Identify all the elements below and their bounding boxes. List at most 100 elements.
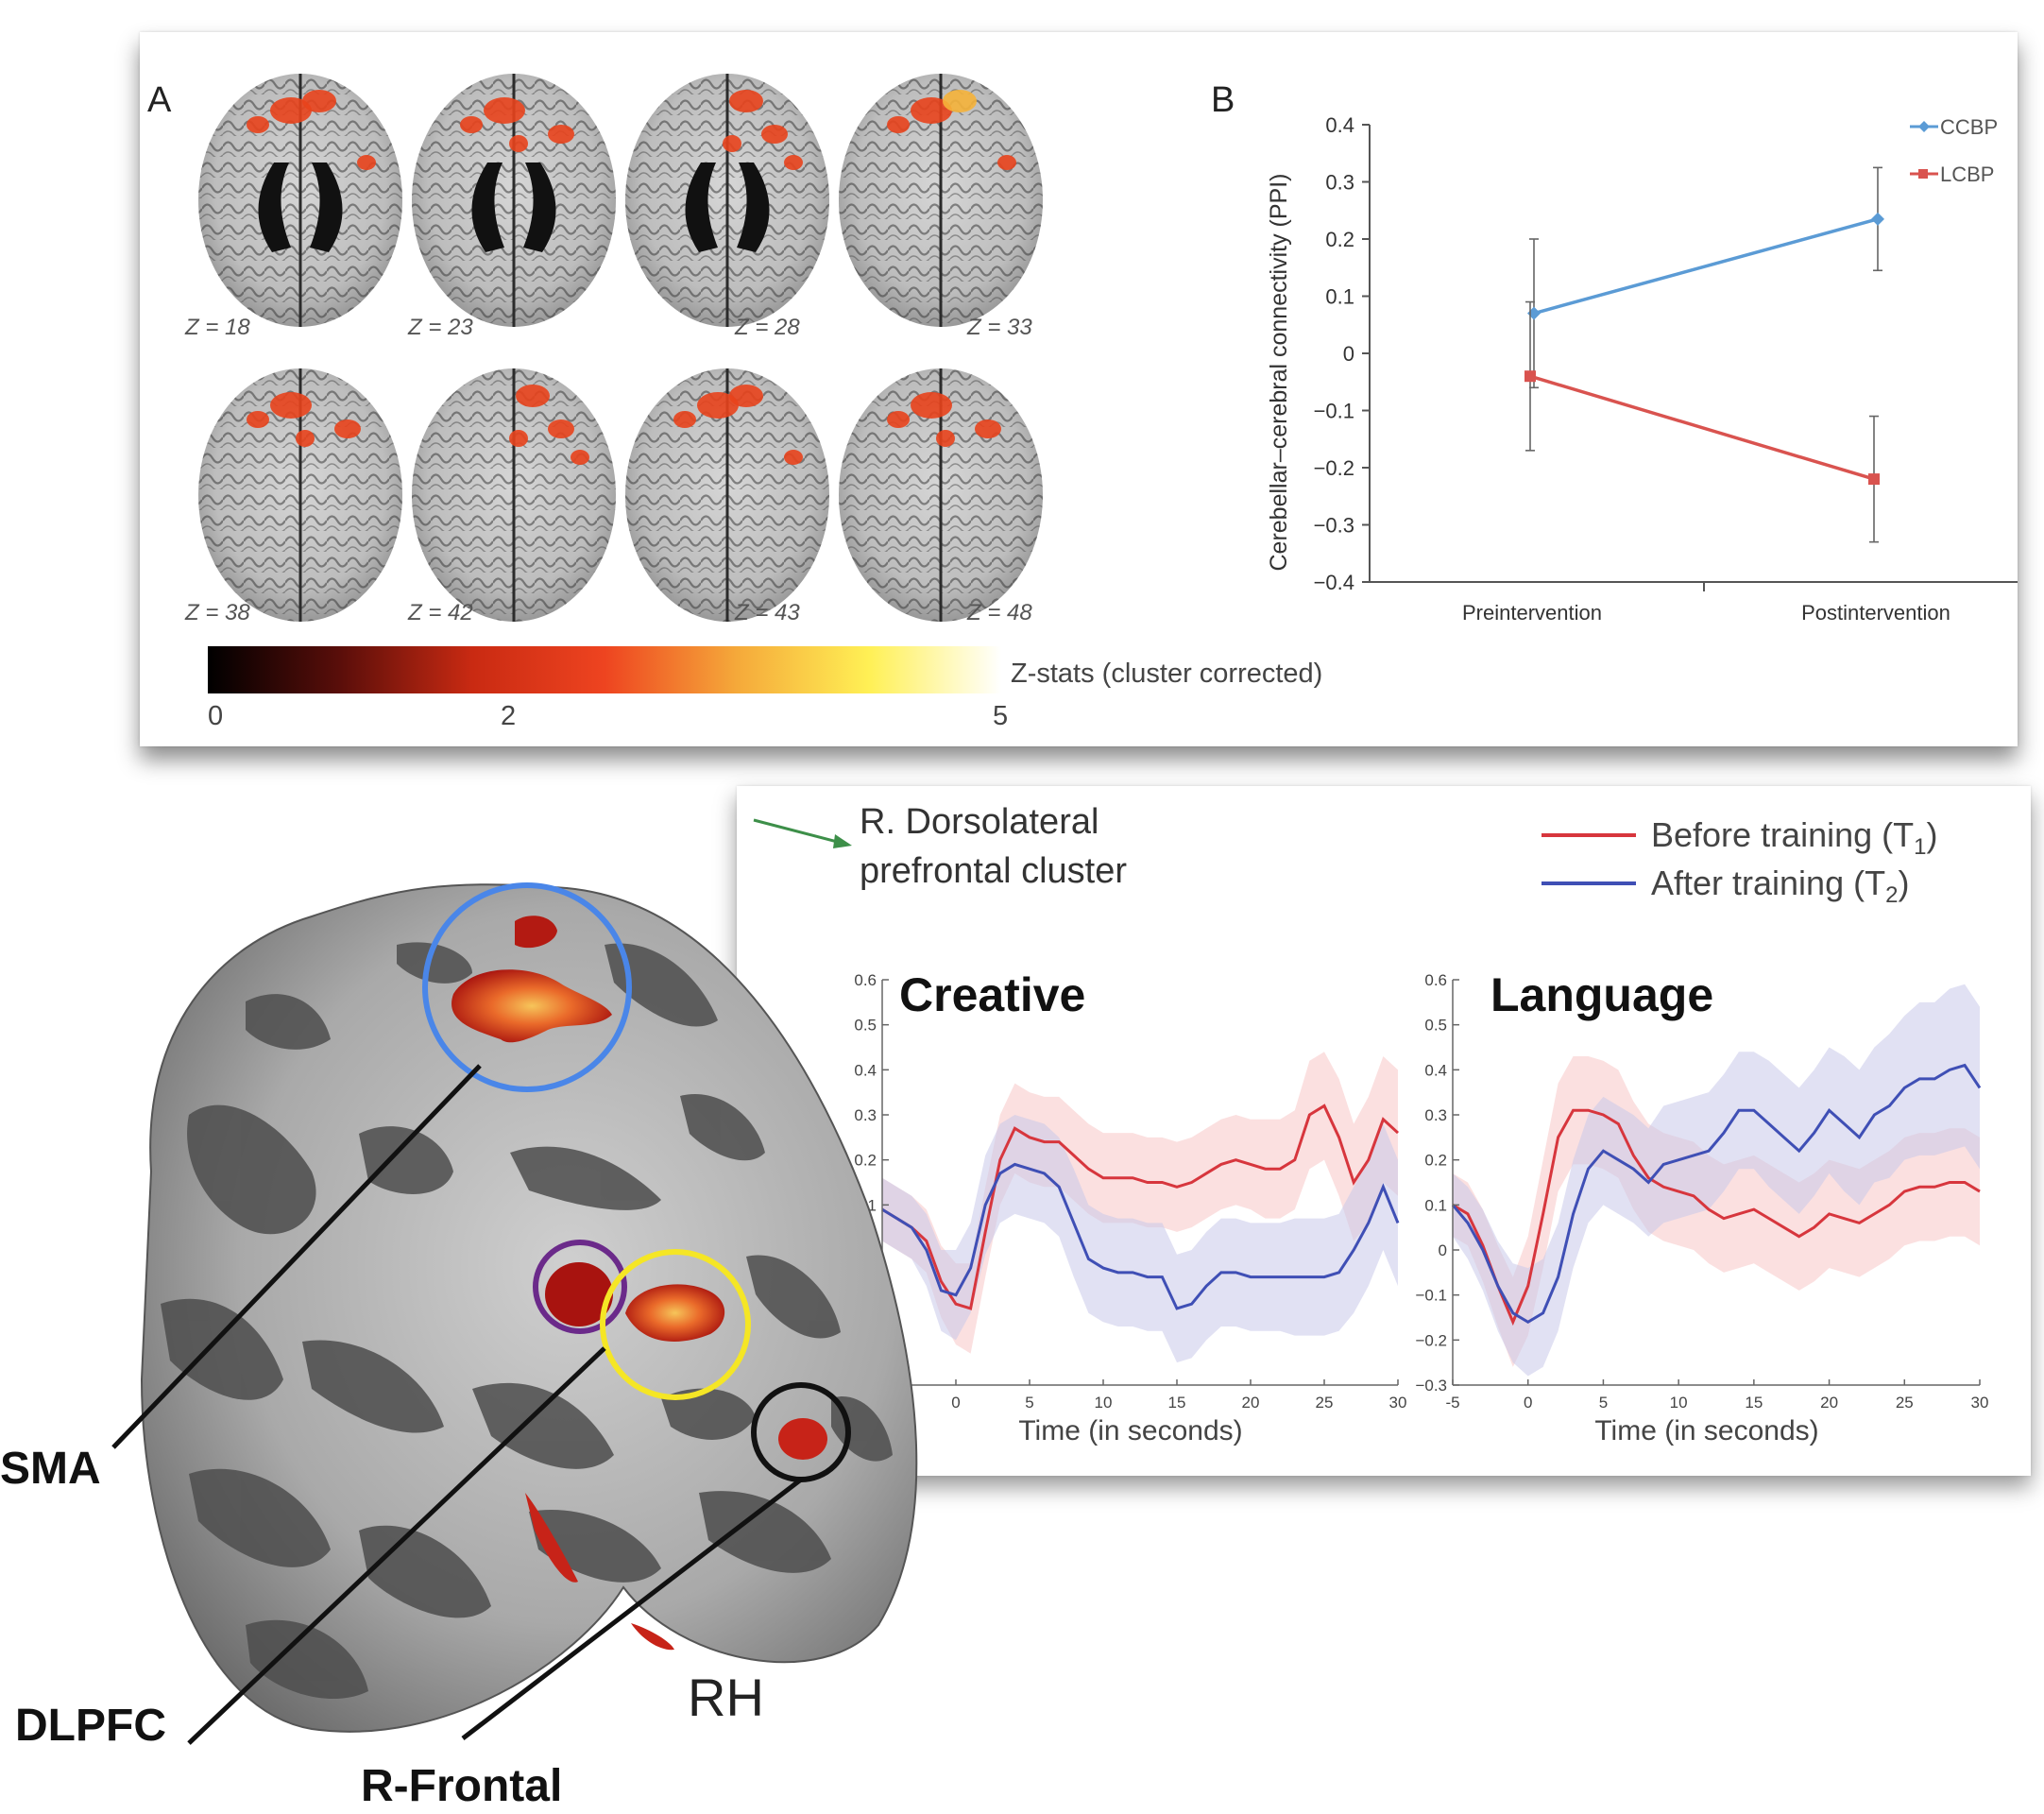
tc-line-before bbox=[881, 1104, 1400, 1310]
sulcus-10 bbox=[359, 1525, 491, 1618]
ppi-y-tick-label: −0.2 bbox=[1314, 456, 1354, 480]
legend-before-label: Before training (T1) bbox=[1651, 815, 1937, 860]
sulcus-1 bbox=[187, 1104, 316, 1235]
slice-activation bbox=[334, 419, 361, 438]
slice-label: Z = 18 bbox=[184, 315, 250, 340]
sulcus-14 bbox=[605, 943, 718, 1027]
tc-y-tick-label: 0.6 bbox=[854, 971, 877, 989]
panel-a-label: A bbox=[147, 80, 172, 120]
ppi-series bbox=[1524, 166, 1884, 543]
tc-y-tick-label: −0.3 bbox=[1415, 1377, 1447, 1395]
dlpfc-label: DLPFC bbox=[15, 1701, 166, 1751]
lower-activation-2 bbox=[631, 1623, 674, 1651]
axial-slice-7: Z = 43 bbox=[625, 368, 829, 625]
tc-y-tick-label: 0 bbox=[1439, 1241, 1447, 1259]
tc-x-tick-label: 25 bbox=[1316, 1394, 1334, 1412]
tc-y-tick-label: 0.3 bbox=[854, 1106, 877, 1124]
slice-activation bbox=[548, 419, 574, 438]
tc-x-tick-label: 20 bbox=[1242, 1394, 1260, 1412]
slice-activation bbox=[509, 135, 528, 152]
tc-line-after bbox=[881, 1162, 1400, 1310]
ppi-point-lcbp bbox=[1868, 473, 1880, 486]
tc-x-tick-label: 5 bbox=[1025, 1394, 1033, 1412]
slice-activation bbox=[247, 411, 269, 428]
ppi-y-axis-label: Cerebellar–cerebral connectivity (PPI) bbox=[1266, 173, 1292, 571]
slice-activation bbox=[296, 430, 315, 447]
ppi-y-tick-label: 0.3 bbox=[1325, 171, 1354, 195]
axial-slice-8: Z = 48 bbox=[839, 368, 1043, 625]
slice-activation bbox=[887, 411, 910, 428]
dlpfc-leader-line bbox=[187, 1346, 606, 1745]
slice-activation bbox=[943, 90, 977, 112]
panel-b-label: B bbox=[1211, 80, 1235, 120]
slice-activation bbox=[673, 411, 696, 428]
slice-activation bbox=[460, 116, 483, 133]
slice-activation bbox=[729, 90, 763, 112]
green-arrow-icon bbox=[753, 818, 852, 848]
tc-x-axis-label: Time (in seconds) bbox=[1018, 1415, 1242, 1446]
tc-y-tick-label: 0.1 bbox=[1424, 1196, 1447, 1214]
timecourse-svg: R. Dorsolateral prefrontal cluster Befor… bbox=[753, 802, 1988, 1446]
slice-label: Z = 38 bbox=[184, 600, 250, 625]
slice-activation bbox=[697, 392, 739, 419]
slice-activation bbox=[936, 430, 955, 447]
axial-slice-1: Z = 18 bbox=[184, 74, 402, 340]
slice-ventricle bbox=[737, 163, 770, 252]
purple-roi-circle bbox=[533, 1240, 627, 1334]
slice-activation bbox=[484, 97, 525, 124]
slice-activation bbox=[729, 385, 763, 407]
slice-activation bbox=[997, 155, 1016, 170]
sulcus-3 bbox=[510, 1146, 661, 1210]
tc-x-tick-label: 25 bbox=[1896, 1394, 1914, 1412]
tc-y-tick-label: 0.5 bbox=[854, 1017, 877, 1035]
ppi-point-ccbp bbox=[1871, 212, 1884, 226]
slice-activation bbox=[975, 419, 1001, 438]
slice-activation bbox=[911, 392, 952, 419]
slice-label: Z = 23 bbox=[407, 315, 473, 340]
ppi-line-ccbp bbox=[1533, 217, 1879, 316]
sulcus-2 bbox=[359, 1126, 453, 1194]
tc-x-tick-label: -5 bbox=[1445, 1394, 1459, 1412]
ppi-axes: 0.40.30.20.10−0.1−0.2−0.3−0.4Preinterven… bbox=[1314, 113, 2018, 625]
ppi-legend-label: CCBP bbox=[1940, 115, 1998, 139]
colorbar-tick-5: 5 bbox=[993, 701, 1008, 731]
slice-activation bbox=[784, 155, 803, 170]
slice-activation bbox=[247, 116, 269, 133]
slice-label: Z = 48 bbox=[966, 600, 1032, 625]
lower-activation-1 bbox=[525, 1493, 578, 1583]
ppi-legend-label: LCBP bbox=[1940, 163, 1994, 186]
ppi-legend-marker bbox=[1918, 121, 1930, 132]
purple-roi-activation bbox=[545, 1262, 613, 1326]
tc-line-before bbox=[1452, 1108, 1981, 1326]
colorbar-tick-0: 0 bbox=[208, 701, 223, 731]
axial-slice-3: Z = 28 bbox=[625, 74, 829, 340]
colorbar-label: Z-stats (cluster corrected) bbox=[1011, 659, 1322, 689]
slice-ventricle bbox=[471, 163, 504, 252]
tc-y-tick-label: 0.1 bbox=[854, 1196, 877, 1214]
ppi-y-tick-label: 0 bbox=[1343, 342, 1354, 366]
slice-activation bbox=[548, 125, 574, 144]
sma-activation-upper bbox=[515, 916, 557, 949]
sulcus-9 bbox=[189, 1468, 331, 1567]
slice-activation bbox=[571, 450, 589, 465]
rfrontal-label: R-Frontal bbox=[361, 1761, 562, 1811]
slice-activation bbox=[887, 116, 910, 133]
sulcus-12 bbox=[699, 1491, 831, 1573]
sulcus-15 bbox=[246, 994, 331, 1050]
tc-x-tick-label: -5 bbox=[875, 1394, 889, 1412]
tc-x-tick-label: 10 bbox=[1670, 1394, 1688, 1412]
ppi-x-tick-label: Postintervention bbox=[1801, 601, 1950, 625]
dlpfc-roi-circle bbox=[600, 1249, 751, 1400]
sulcus-11 bbox=[529, 1510, 661, 1583]
tc-x-tick-label: 5 bbox=[1599, 1394, 1608, 1412]
timecourse-title-line1: R. Dorsolateral bbox=[860, 802, 1099, 842]
ppi-y-tick-label: 0.4 bbox=[1325, 113, 1354, 137]
tc-x-tick-label: 15 bbox=[1745, 1394, 1763, 1412]
ppi-y-tick-label: −0.4 bbox=[1314, 571, 1354, 594]
slice-ventricle bbox=[310, 163, 343, 252]
slice-activation bbox=[302, 90, 336, 112]
slice-activation bbox=[270, 97, 312, 124]
tc-band-after bbox=[1453, 984, 1980, 1377]
